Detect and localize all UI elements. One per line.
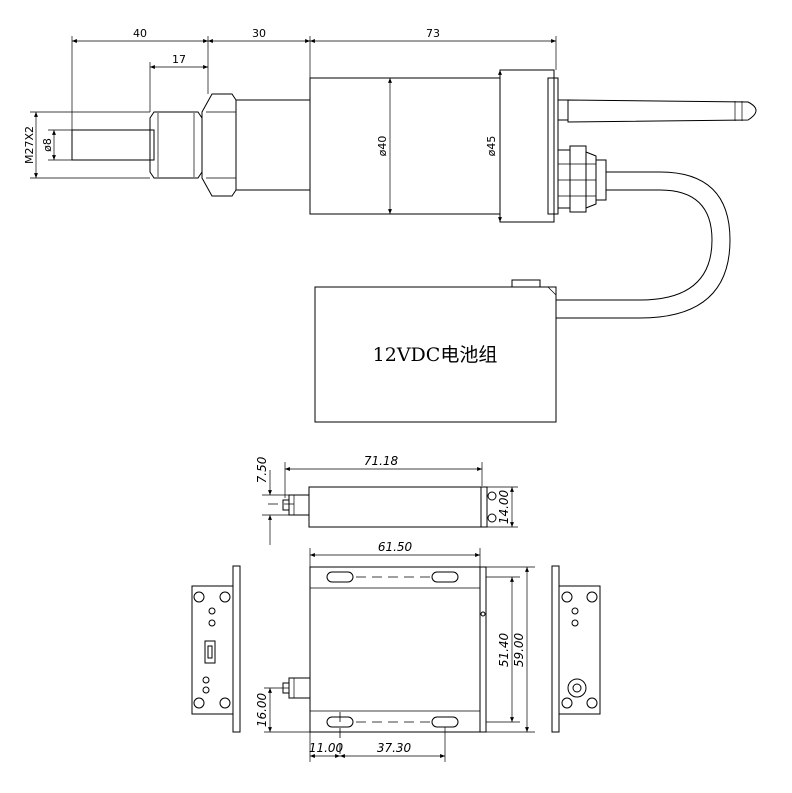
dim-16-00: 16.00: [255, 692, 269, 727]
usb-port-icon: [204, 640, 216, 664]
module-front-view: 61.50 51.40 59.00 16.00 11.00 37.30: [255, 540, 535, 762]
dim-17: 17: [172, 53, 186, 66]
end-cap: [499, 69, 559, 223]
dia-45: ø45: [485, 136, 498, 157]
cable-gland: [557, 145, 607, 213]
screw-hole: [219, 591, 231, 603]
screw-hole: [193, 697, 205, 709]
mounting-slot: [431, 716, 459, 728]
module-left-side-view: [191, 565, 241, 733]
mounting-slot: [431, 571, 459, 583]
cable: [556, 171, 731, 319]
module-right-side-view: [551, 565, 601, 733]
battery-pack: 12VDC电池组: [314, 279, 557, 423]
battery-label: 12VDC电池组: [373, 344, 498, 366]
dim-61-50: 61.50: [378, 540, 413, 554]
sensor-dimensions: 40 30 73 17 M27X2 ø8 ø40 ø45: [23, 27, 557, 222]
threaded-fitting: [149, 111, 203, 179]
probe-rod: [71, 129, 155, 161]
power-jack-icon: [567, 678, 587, 698]
dim-59-00: 59.00: [512, 632, 526, 667]
sensor-assembly: [71, 69, 757, 319]
screw-hole: [586, 591, 598, 603]
dim-73: 73: [426, 27, 440, 40]
sensor-neck: [235, 99, 311, 191]
screw-hole: [586, 697, 598, 709]
mounting-slot: [326, 571, 354, 583]
thread-m27x2: M27X2: [23, 126, 36, 164]
screw-hole: [193, 591, 205, 603]
dim-11-00: 11.00: [309, 741, 344, 755]
dim-7-50: 7.50: [255, 456, 269, 483]
dia-40: ø40: [376, 136, 389, 157]
antenna-icon: [557, 99, 757, 123]
dia-8: ø8: [41, 138, 54, 152]
hex-nut: [201, 93, 237, 197]
screw-hole: [219, 697, 231, 709]
screw-hole: [561, 697, 573, 709]
dim-37-30: 37.30: [377, 741, 412, 755]
dim-14-00: 14.00: [497, 489, 511, 524]
screw-hole: [561, 591, 573, 603]
dim-30: 30: [252, 27, 266, 40]
dim-71-18: 71.18: [364, 454, 399, 468]
dim-40: 40: [133, 27, 147, 40]
sensor-body: [309, 77, 501, 215]
dim-51-40: 51.40: [497, 632, 511, 667]
module-top-view: 71.18 7.50 14.00: [255, 454, 518, 545]
